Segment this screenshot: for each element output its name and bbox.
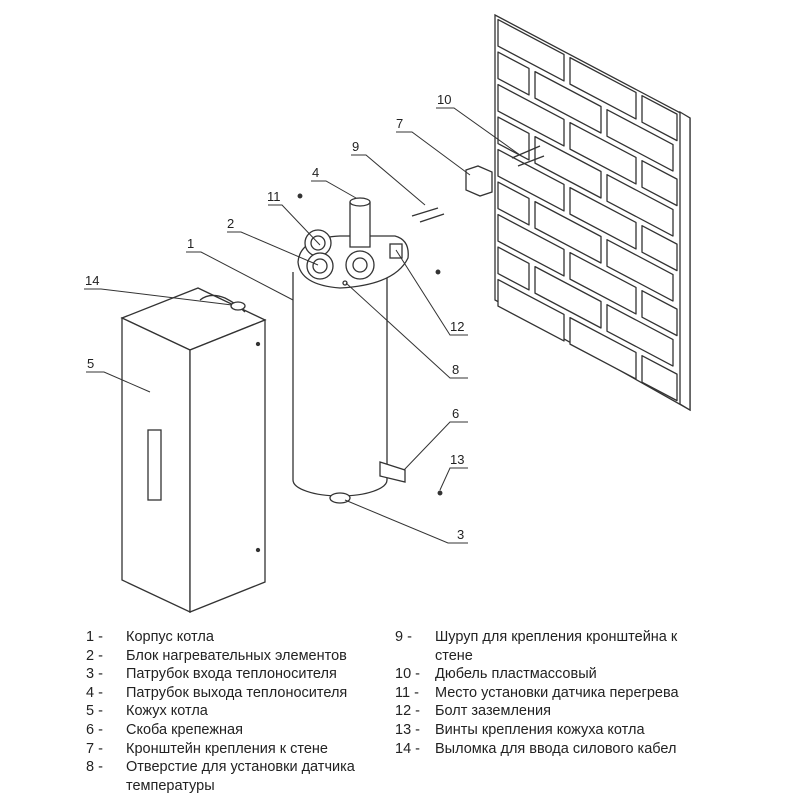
brick: [497, 148, 565, 212]
legend-number: 4 -: [86, 684, 103, 701]
legend-item: 3 - Патрубок входа теплоносителя: [86, 665, 388, 684]
callout-3: 3: [457, 527, 464, 542]
legend-text: Шуруп для крепления кронштейна к стене: [435, 629, 678, 664]
legend-number: 6 -: [86, 721, 103, 738]
legend-item: 11 - Место установки датчика перегрева: [395, 684, 697, 703]
legend-text: Дюбель пластмассовый: [435, 666, 597, 683]
legend-item: 8 - Отверстие для установки датчика темпе…: [86, 758, 388, 795]
brick: [606, 304, 674, 367]
brick: [497, 278, 565, 342]
brick: [569, 186, 637, 250]
outlet-pipe: [349, 202, 371, 248]
brick: [641, 159, 678, 207]
legend-text: Патрубок выхода теплоносителя: [126, 684, 348, 701]
legend-number: 8 -: [86, 759, 103, 776]
legend-number: 5 -: [86, 703, 103, 720]
brick: [569, 251, 637, 315]
brick: [497, 213, 565, 277]
brick: [606, 239, 674, 302]
brick-wall: [494, 13, 691, 412]
brick: [606, 174, 674, 237]
legend-item: 10 - Дюбель пластмассовый: [395, 665, 697, 684]
boiler-exploded-diagram: 10 7 9 4 11 2 1 14 5 12 8 6 13 3: [84, 13, 691, 614]
legend-item: 5 - Кожух котла: [86, 702, 388, 721]
legend-number: 9 -: [395, 629, 412, 645]
callout-1: 1: [187, 236, 194, 251]
legend-text: Корпус котла: [126, 629, 214, 645]
legend-right: 9 - Шуруп для крепления кронштейна к стен…: [395, 628, 697, 758]
brick: [534, 200, 602, 264]
callout-4: 4: [312, 165, 319, 180]
leader-lines: [84, 107, 521, 544]
legend-number: 1 -: [86, 629, 103, 645]
legend-text: Патрубок входа теплоносителя: [126, 666, 337, 683]
brick: [641, 354, 678, 402]
legend-number: 14 -: [395, 740, 420, 757]
legend-number: 3 -: [86, 666, 103, 683]
legend-text: Скоба крепежная: [126, 721, 243, 738]
callout-11: 11: [267, 189, 281, 204]
legend-left: 1 - Корпус котла 2 - Блок нагревательных эл…: [86, 628, 388, 795]
brick: [534, 135, 602, 199]
callout-6: 6: [452, 406, 459, 421]
brick: [569, 56, 637, 120]
legend-text: Кожух котла: [126, 703, 208, 720]
legend-number: 11 -: [395, 684, 419, 701]
legend-item: 4 - Патрубок выхода теплоносителя: [86, 684, 388, 703]
legend-number: 7 -: [86, 740, 103, 757]
callout-12: 12: [450, 319, 464, 334]
wall-edge: [679, 110, 691, 412]
inlet-pipe: [329, 492, 351, 504]
legend-number: 12 -: [395, 703, 420, 720]
legend-item: 14 - Выломка для ввода силового кабел: [395, 740, 697, 759]
callout-14: 14: [85, 273, 99, 288]
callout-13: 13: [450, 452, 464, 467]
wall-bracket: [465, 165, 493, 197]
brick: [641, 94, 678, 142]
mounting-bracket: [379, 461, 406, 483]
small-parts: [297, 145, 545, 496]
brick: [497, 116, 530, 161]
callout-7: 7: [396, 116, 403, 131]
legend-item: 13 - Винты крепления кожуха котла: [395, 721, 697, 740]
legend-text: Отверстие для установки датчика температ…: [126, 759, 355, 794]
legend-text: Выломка для ввода силового кабел: [435, 740, 677, 757]
brick: [534, 70, 602, 134]
callout-9: 9: [352, 139, 359, 154]
brick: [497, 51, 530, 96]
callout-10: 10: [437, 92, 451, 107]
legend-text: Кронштейн крепления к стене: [126, 740, 328, 757]
brick: [497, 18, 565, 82]
callout-numbers: 10 7 9 4 11 2 1 14 5 12 8 6 13 3: [85, 92, 464, 542]
brick: [641, 224, 678, 272]
brick: [497, 246, 530, 291]
brick: [569, 316, 637, 380]
callout-5: 5: [87, 356, 94, 371]
boiler-casing: [120, 287, 267, 614]
brick: [569, 121, 637, 185]
legend-item: 12 - Болт заземления: [395, 702, 697, 721]
legend-item: 1 - Корпус котла: [86, 628, 388, 647]
legend-number: 2 -: [86, 647, 103, 664]
boiler-body: [292, 197, 409, 504]
legend-number: 13 -: [395, 721, 420, 738]
legend-text: Винты крепления кожуха котла: [435, 721, 645, 738]
brick: [497, 83, 565, 147]
callout-2: 2: [227, 216, 234, 231]
legend-item: 7 - Кронштейн крепления к стене: [86, 740, 388, 759]
legend-text: Место установки датчика перегрева: [435, 684, 679, 701]
brick: [534, 265, 602, 329]
legend-item: 6 - Скоба крепежная: [86, 721, 388, 740]
brick: [641, 289, 678, 337]
casing-window: [147, 429, 162, 501]
legend-text: Блок нагревательных элементов: [126, 647, 347, 664]
legend-item: 9 - Шуруп для крепления кронштейна к стен…: [395, 628, 697, 665]
legend-number: 10 -: [395, 666, 420, 683]
legend-item: 2 - Блок нагревательных элементов: [86, 647, 388, 666]
brick: [497, 181, 530, 226]
legend-text: Болт заземления: [435, 703, 551, 720]
brick: [606, 109, 674, 172]
callout-8: 8: [452, 362, 459, 377]
